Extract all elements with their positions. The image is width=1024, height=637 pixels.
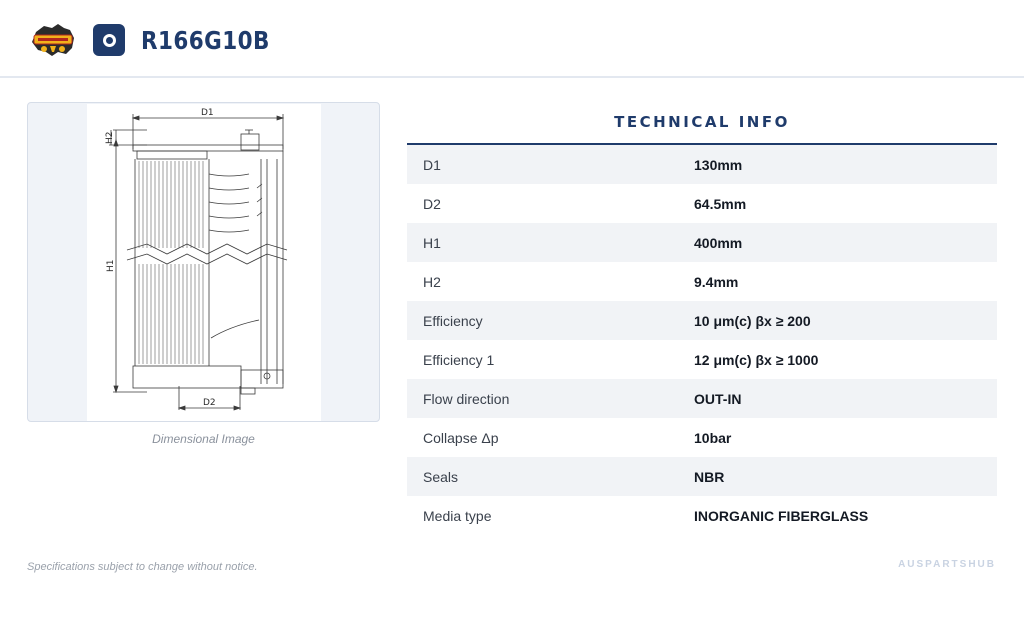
- spec-label: Media type: [423, 507, 492, 524]
- filter-dimension-drawing: D1 D2 H1 H2: [105, 108, 288, 411]
- spec-value: 130mm: [694, 156, 743, 173]
- spec-value: INORGANIC FIBERGLASS: [694, 507, 869, 524]
- dimension-label-h1: H1: [106, 260, 116, 273]
- spec-label: Flow direction: [423, 390, 510, 407]
- spec-value: OUT-IN: [694, 390, 742, 407]
- spec-row: H1 400mm: [407, 223, 997, 262]
- spec-row: Seals NBR: [407, 457, 997, 496]
- dimension-label-d1: D1: [201, 108, 214, 118]
- spec-row: Flow direction OUT-IN: [407, 379, 997, 418]
- spec-label: H2: [423, 273, 441, 290]
- ring-icon: [102, 33, 116, 47]
- spec-table: D1 130mm D2 64.5mm H1 400mm H2 9.4mm Eff…: [407, 145, 997, 535]
- spec-row: Efficiency 10 μm(c) βx ≥ 200: [407, 301, 997, 340]
- spec-row: Collapse Δp 10bar: [407, 418, 997, 457]
- spec-label: Efficiency: [423, 312, 483, 329]
- spec-value: NBR: [694, 468, 725, 485]
- spec-label: D2: [423, 195, 441, 212]
- spec-row: Efficiency 1 12 μm(c) βx ≥ 1000: [407, 340, 997, 379]
- spec-value: 10bar: [694, 429, 732, 446]
- spec-value: 64.5mm: [694, 195, 747, 212]
- spec-row: Media type INORGANIC FIBERGLASS: [407, 496, 997, 535]
- page-header: R166G10B: [0, 0, 1024, 78]
- title-divider: [407, 143, 997, 145]
- spec-row: D1 130mm: [407, 145, 997, 184]
- page-title: R166G10B: [141, 26, 270, 55]
- image-caption: Dimensional Image: [152, 432, 255, 446]
- spec-value: 12 μm(c) βx ≥ 1000: [694, 351, 819, 368]
- dimensional-drawing: D1 D2 H1 H2: [87, 104, 321, 421]
- technical-info-title: TECHNICAL INFO: [614, 113, 790, 131]
- spec-value: 10 μm(c) βx ≥ 200: [694, 312, 811, 329]
- spec-value: 9.4mm: [694, 273, 739, 290]
- spec-row: D2 64.5mm: [407, 184, 997, 223]
- dimension-label-d2: D2: [203, 398, 216, 408]
- brand-badge: [93, 24, 125, 56]
- aus-parts-hub-logo-icon[interactable]: [30, 22, 76, 58]
- spec-label: H1: [423, 234, 441, 251]
- spec-row: H2 9.4mm: [407, 262, 997, 301]
- spec-label: Efficiency 1: [423, 351, 495, 368]
- spec-value: 400mm: [694, 234, 743, 251]
- spec-label: Seals: [423, 468, 459, 485]
- spec-label: D1: [423, 156, 441, 173]
- dimensional-image-card: D1 D2 H1 H2: [27, 102, 380, 422]
- spec-label: Collapse Δp: [423, 429, 499, 446]
- dimension-label-h2: H2: [105, 132, 115, 145]
- disclaimer-text: Specifications subject to change without…: [27, 561, 258, 573]
- footer-brand: AUSPARTSHUB: [898, 559, 996, 570]
